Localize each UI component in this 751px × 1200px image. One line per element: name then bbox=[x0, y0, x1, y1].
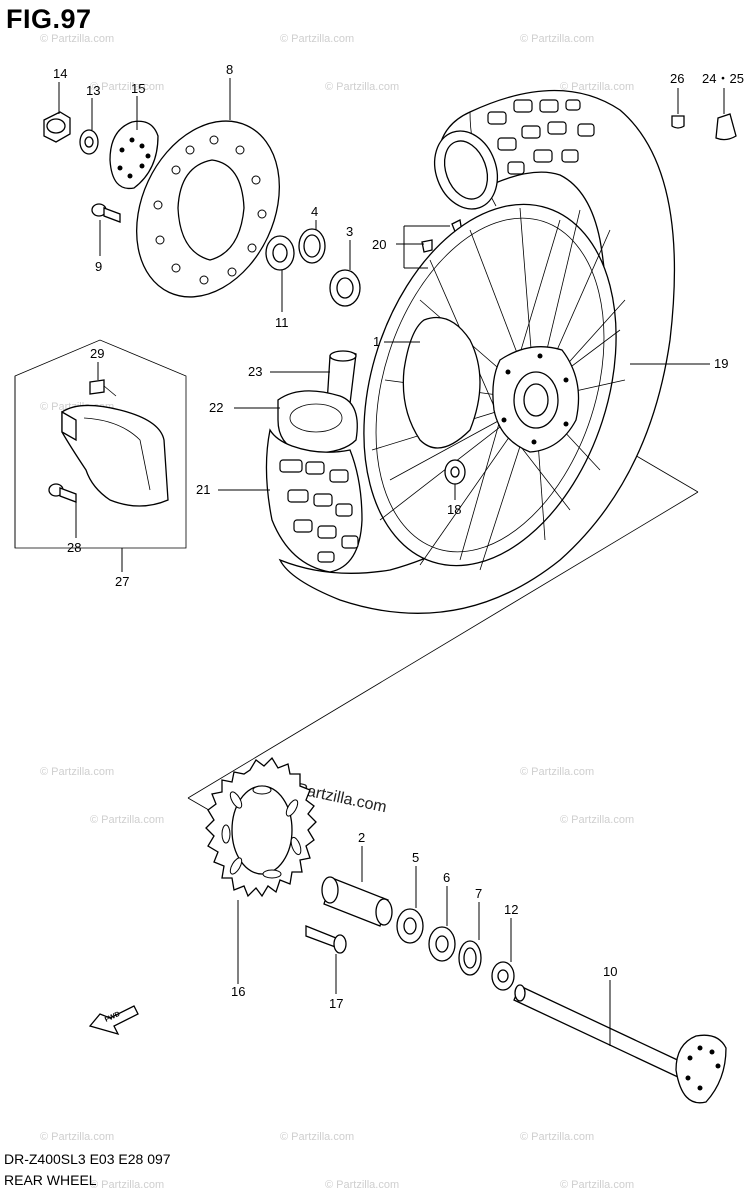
callout-23: 23 bbox=[248, 364, 262, 379]
watermark: © Partzilla.com bbox=[325, 1179, 399, 1191]
fwd-arrow-icon: FWD bbox=[88, 1005, 139, 1036]
watermark: © Partzilla.com bbox=[90, 1179, 164, 1191]
callout-6: 6 bbox=[443, 870, 450, 885]
callout-24-25: 24・25 bbox=[702, 71, 744, 86]
callout-1: 1 bbox=[373, 334, 380, 349]
part-26-valve-cap bbox=[671, 115, 685, 129]
part-29-bolt bbox=[89, 379, 117, 397]
part-22-rim-band bbox=[277, 390, 358, 454]
callout-29: 29 bbox=[90, 346, 104, 361]
watermark-layer: © Partzilla.com © Partzilla.com © Partzi… bbox=[40, 33, 634, 1191]
part-15-drum-flange bbox=[109, 120, 159, 190]
part-3-bearing bbox=[329, 269, 361, 307]
callout-5: 5 bbox=[412, 850, 419, 865]
callout-10: 10 bbox=[603, 964, 617, 979]
watermark: © Partzilla.com bbox=[280, 33, 354, 45]
part-19-tire bbox=[278, 89, 676, 614]
callout-14: 14 bbox=[53, 66, 67, 81]
part-11-spacer bbox=[265, 235, 295, 271]
part-24-25-valve bbox=[715, 113, 737, 141]
callout-3: 3 bbox=[346, 224, 353, 239]
part-8-brake-disc bbox=[136, 120, 280, 298]
callout-27: 27 bbox=[115, 574, 129, 589]
part-14-nut bbox=[43, 111, 71, 143]
watermark: © Partzilla.com bbox=[90, 81, 164, 93]
callout-9: 9 bbox=[95, 259, 102, 274]
watermark: © Partzilla.com bbox=[560, 1179, 634, 1191]
part-18-spacer bbox=[444, 459, 466, 485]
callout-21: 21 bbox=[196, 482, 210, 497]
watermark: © Partzilla.com bbox=[560, 814, 634, 826]
callout-19: 19 bbox=[714, 356, 728, 371]
callout-13: 13 bbox=[86, 83, 100, 98]
model-code-line: DR-Z400SL3 E03 E28 097 bbox=[4, 1151, 171, 1167]
callout-16: 16 bbox=[231, 984, 245, 999]
part-13-washer bbox=[79, 129, 99, 155]
part-6-bearing bbox=[428, 926, 456, 962]
callout-26: 26 bbox=[670, 71, 684, 86]
callout-20: 20 bbox=[372, 237, 386, 252]
part-5-bearing bbox=[396, 908, 424, 944]
part-27-guard bbox=[61, 404, 169, 507]
part-1-rim-spokes bbox=[363, 203, 626, 571]
part-7-oil-seal bbox=[458, 940, 482, 976]
part-2-spacer bbox=[321, 876, 393, 927]
watermark: © Partzilla.com bbox=[560, 81, 634, 93]
part-27-guard-assembly-box bbox=[14, 339, 187, 549]
part-16-rear-sprocket bbox=[205, 756, 317, 898]
leader-lines bbox=[58, 78, 725, 1046]
watermark: © Partzilla.com bbox=[90, 814, 164, 826]
part-28-bolt bbox=[48, 483, 77, 503]
part-9-bolt bbox=[91, 203, 121, 223]
section-name: REAR WHEEL bbox=[4, 1172, 97, 1188]
watermark: © Partzilla.com bbox=[520, 766, 594, 778]
callout-8: 8 bbox=[226, 62, 233, 77]
callout-17: 17 bbox=[329, 996, 343, 1011]
watermark: © Partzilla.com bbox=[325, 81, 399, 93]
watermark: © Partzilla.com bbox=[520, 33, 594, 45]
callout-18: 18 bbox=[447, 502, 461, 517]
watermark: © Partzilla.com bbox=[40, 1131, 114, 1143]
callout-4: 4 bbox=[311, 204, 318, 219]
callout-12: 12 bbox=[504, 902, 518, 917]
callout-28: 28 bbox=[67, 540, 81, 555]
part-10-axle bbox=[513, 984, 727, 1104]
callout-2: 2 bbox=[358, 830, 365, 845]
callout-labels: 14 13 15 8 9 4 3 11 20 26 24・25 1 19 23 … bbox=[53, 62, 744, 1011]
callout-15: 15 bbox=[131, 81, 145, 96]
part-12-spacer bbox=[491, 961, 515, 991]
callout-7: 7 bbox=[475, 886, 482, 901]
watermark: © Partzilla.com bbox=[280, 1131, 354, 1143]
callout-22: 22 bbox=[209, 400, 223, 415]
figure-title: FIG.97 bbox=[6, 4, 92, 34]
part-4-oil-seal bbox=[298, 228, 326, 264]
watermark: © Partzilla.com bbox=[40, 766, 114, 778]
part-17-bolt bbox=[305, 925, 347, 954]
part-21-tire-insert bbox=[265, 428, 363, 573]
callout-11: 11 bbox=[275, 315, 289, 330]
watermark: © Partzilla.com bbox=[40, 33, 114, 45]
watermark: © Partzilla.com bbox=[520, 1131, 594, 1143]
